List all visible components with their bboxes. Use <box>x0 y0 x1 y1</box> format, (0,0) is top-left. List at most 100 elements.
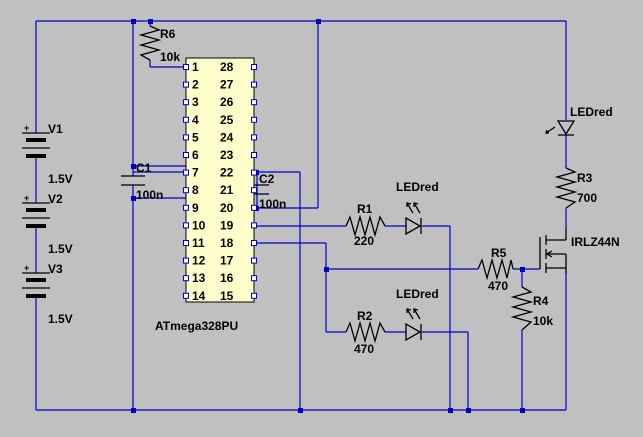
ic-pin-right-label: 15 <box>220 289 234 303</box>
battery-plus-v1: + <box>24 123 29 133</box>
v1-ref: V1 <box>48 122 63 136</box>
ic-pin-right-marker <box>251 292 257 299</box>
ic-pin-left-label: 4 <box>192 113 199 127</box>
r5-value: 470 <box>488 279 508 293</box>
ic-pin-left-label: 3 <box>192 95 199 109</box>
ic-value: ATmega328PU <box>155 319 238 333</box>
ic-pin-right-marker <box>251 116 257 123</box>
ic-pin-right-label: 27 <box>220 78 234 92</box>
battery-plus-v2: + <box>24 193 29 203</box>
ic-pin-right-label: 18 <box>220 236 234 250</box>
resistor-r3: R3 700 <box>554 167 597 209</box>
ic-pin-left-marker <box>183 116 189 123</box>
ic-pin-right-marker <box>251 99 257 106</box>
led-d1: LEDred <box>396 180 439 236</box>
c2-ref: C2 <box>259 172 275 186</box>
ic-pin-right-label: 26 <box>220 95 234 109</box>
c1-value: 100n <box>136 188 163 202</box>
ic-pin-left-label: 11 <box>192 236 205 250</box>
ic-pin-left-label: 7 <box>192 166 199 180</box>
v3-ref: V3 <box>48 262 63 276</box>
ic-pin-right-marker <box>251 204 257 211</box>
v1-value: 1.5V <box>48 172 73 186</box>
ic-pin-right-label: 22 <box>220 166 234 180</box>
ic-pin-left-marker <box>183 134 189 141</box>
ic-pin-left-label: 14 <box>192 289 206 303</box>
r1-ref: R1 <box>357 202 373 216</box>
ic-pin-left-marker <box>183 64 189 70</box>
ic-atmega328pu: 1234567891011121314282726252423222120191… <box>155 57 257 333</box>
d3-value: LEDred <box>570 105 613 119</box>
ic-pin-left-label: 1 <box>192 60 199 74</box>
ic-pin-left-marker <box>183 81 189 88</box>
v2-ref: V2 <box>48 192 63 206</box>
ic-pin-right-label: 16 <box>220 271 234 285</box>
ic-pin-left-marker <box>183 240 189 246</box>
ic-pin-left-marker <box>183 292 189 299</box>
led-d2: LEDred <box>396 287 439 342</box>
ic-pin-left-marker <box>183 169 189 176</box>
ic-pin-right-marker <box>251 152 257 158</box>
ic-pin-right-marker <box>251 64 257 70</box>
r3-ref: R3 <box>577 171 593 185</box>
r1-value: 220 <box>354 234 374 248</box>
ic-pin-left-marker <box>183 275 189 282</box>
ic-pin-right-label: 20 <box>220 201 234 215</box>
r2-ref: R2 <box>357 309 373 323</box>
led-d3: LEDred <box>545 105 613 136</box>
ic-pin-right-marker <box>251 240 257 246</box>
r2-value: 470 <box>354 342 374 356</box>
ic-pin-right-marker <box>251 169 257 176</box>
resistor-r4: R4 10k <box>510 286 553 331</box>
battery-v3: + V3 1.5V <box>22 262 73 326</box>
c1-ref: C1 <box>136 161 152 175</box>
ic-pin-left-marker <box>183 187 189 194</box>
ic-pin-right-marker <box>251 134 257 141</box>
ic-pin-right-marker <box>251 275 257 282</box>
ic-pin-right-label: 24 <box>220 130 234 144</box>
battery-v1: + V1 1.5V <box>22 122 73 186</box>
r4-value: 10k <box>533 314 553 328</box>
r3-value: 700 <box>577 191 597 205</box>
resistor-r6: R6 10k <box>138 25 180 64</box>
ic-pin-right-marker <box>251 257 257 264</box>
r5-ref: R5 <box>491 246 507 260</box>
ic-pin-left-marker <box>183 204 189 211</box>
r4-ref: R4 <box>533 294 549 308</box>
ic-pin-right-label: 17 <box>220 254 234 268</box>
ic-pins: 1234567891011121314282726252423222120191… <box>183 60 257 303</box>
ic-pin-right-label: 28 <box>220 60 234 74</box>
capacitor-c2: C2 100n <box>245 172 286 211</box>
d1-value: LEDred <box>396 180 439 194</box>
ic-pin-right-marker <box>251 81 257 88</box>
ic-pin-right-marker <box>251 222 257 229</box>
d2-value: LEDred <box>396 287 439 301</box>
r6-ref: R6 <box>160 27 176 41</box>
battery-v2: + V2 1.5V <box>22 192 73 256</box>
ic-pin-left-marker <box>183 257 189 264</box>
wires <box>35 20 567 411</box>
ic-pin-left-label: 9 <box>192 201 199 215</box>
mosfet-m1: IRLZ44N <box>539 228 620 274</box>
ic-pin-right-marker <box>251 187 257 194</box>
resistor-r1: R1 220 <box>345 202 386 248</box>
v2-value: 1.5V <box>48 242 73 256</box>
m1-value: IRLZ44N <box>571 235 620 249</box>
ic-pin-left-label: 13 <box>192 271 206 285</box>
resistor-r2: R2 470 <box>345 309 386 356</box>
ic-pin-right-label: 19 <box>220 218 234 232</box>
capacitor-c1: C1 100n <box>121 161 163 202</box>
ic-pin-left-marker <box>183 222 189 229</box>
r6-value: 10k <box>160 50 180 64</box>
resistor-r5: R5 470 <box>477 246 514 293</box>
v3-value: 1.5V <box>48 312 73 326</box>
ic-pin-right-label: 23 <box>220 148 234 162</box>
ic-pin-left-marker <box>183 152 189 158</box>
ic-pin-left-label: 12 <box>192 254 206 268</box>
c2-value: 100n <box>259 197 286 211</box>
battery-plus-v3: + <box>24 263 29 273</box>
ic-pin-left-label: 10 <box>192 218 206 232</box>
ic-pin-left-marker <box>183 99 189 106</box>
ic-pin-right-label: 21 <box>220 183 234 197</box>
